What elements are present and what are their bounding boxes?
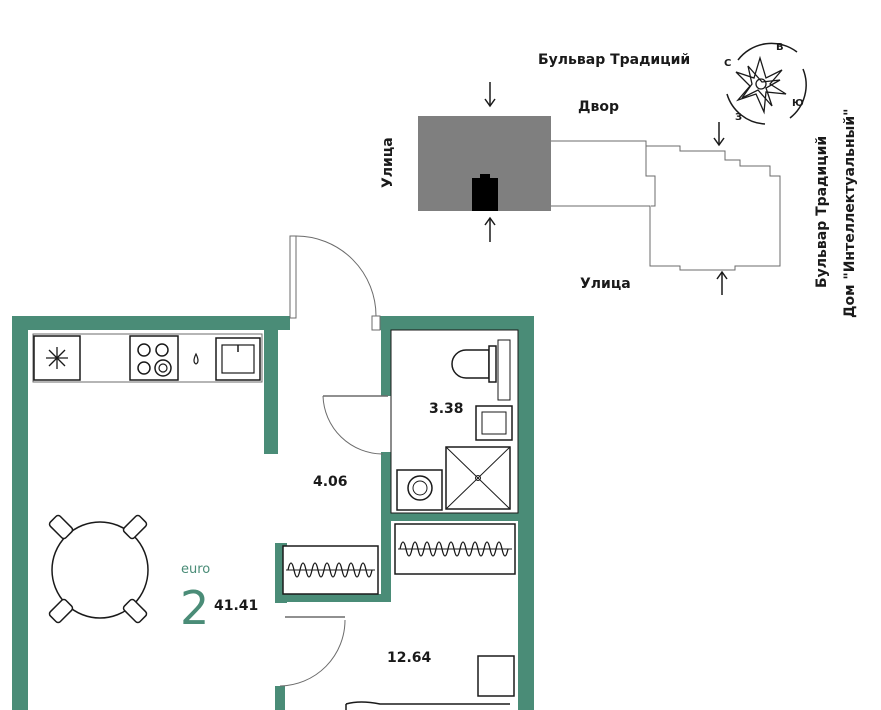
- floor-plan: 3.38 4.06 12.64 euro 2 41.41: [12, 235, 534, 710]
- neighbor-building-outline: [551, 140, 781, 271]
- washbasin-icon: [475, 405, 513, 441]
- wall: [275, 594, 391, 602]
- compass: С В Ю З: [724, 42, 807, 125]
- toilet-icon: [451, 339, 511, 401]
- snowflake-icon: [46, 347, 68, 369]
- section-marker: [472, 178, 498, 211]
- entrance-door: [289, 235, 381, 331]
- compass-west-label: З: [735, 112, 742, 123]
- burner-icon: [154, 359, 172, 377]
- entrance-arrow-icon: [484, 216, 496, 242]
- bathroom-area: 3.38: [429, 401, 464, 417]
- burner-icon: [155, 343, 169, 357]
- wall: [518, 316, 534, 710]
- bed-icon: [345, 701, 510, 710]
- wall: [381, 513, 518, 521]
- compass-east-label: В: [776, 42, 784, 53]
- wall: [12, 316, 28, 710]
- house-name-label: Дом "Интеллектуальный": [842, 109, 858, 318]
- entrance-arrow-icon: [484, 82, 496, 108]
- burner-icon: [137, 343, 151, 357]
- entrance-arrow-icon: [713, 122, 725, 147]
- dining-table: [48, 514, 149, 624]
- street-label-left: Улица: [380, 137, 396, 188]
- street-label-top: Бульвар Традиций: [538, 52, 690, 68]
- wall: [264, 316, 278, 454]
- total-area: 41.41: [214, 598, 258, 614]
- wall: [275, 686, 285, 710]
- water-drop-icon: [193, 352, 199, 365]
- wardrobe-icon: [282, 545, 379, 595]
- wardrobe-icon: [394, 523, 516, 575]
- stove-icon: [129, 335, 179, 381]
- room-count: 2: [180, 581, 209, 635]
- wall: [381, 452, 391, 602]
- chair-icon: [48, 514, 148, 624]
- yard-label: Двор: [578, 99, 619, 115]
- shower-icon: [445, 446, 511, 510]
- table-icon: [51, 521, 149, 619]
- burner-icon: [137, 361, 151, 375]
- washing-machine-icon: [396, 469, 443, 511]
- street-label-right: Бульвар Традиций: [814, 136, 830, 288]
- kitchen-counter: [32, 333, 263, 383]
- nightstand-icon: [477, 655, 515, 697]
- entrance-arrow-icon: [716, 270, 728, 295]
- compass-north-label: С: [724, 58, 731, 69]
- compass-star-icon: [735, 55, 787, 115]
- wall: [381, 330, 391, 396]
- apartment-format: euro: [181, 562, 210, 577]
- wall: [376, 316, 534, 330]
- bathroom-door: [322, 395, 388, 455]
- bedroom-door: [279, 616, 346, 687]
- hall-area: 4.06: [313, 474, 348, 490]
- wall: [12, 316, 290, 330]
- compass-south-label: Ю: [792, 98, 804, 109]
- bedroom-area: 12.64: [387, 650, 432, 666]
- site-plan: Бульвар Традиций Двор Улица Улица Бульва…: [380, 42, 858, 318]
- street-label-bottom: Улица: [580, 276, 631, 292]
